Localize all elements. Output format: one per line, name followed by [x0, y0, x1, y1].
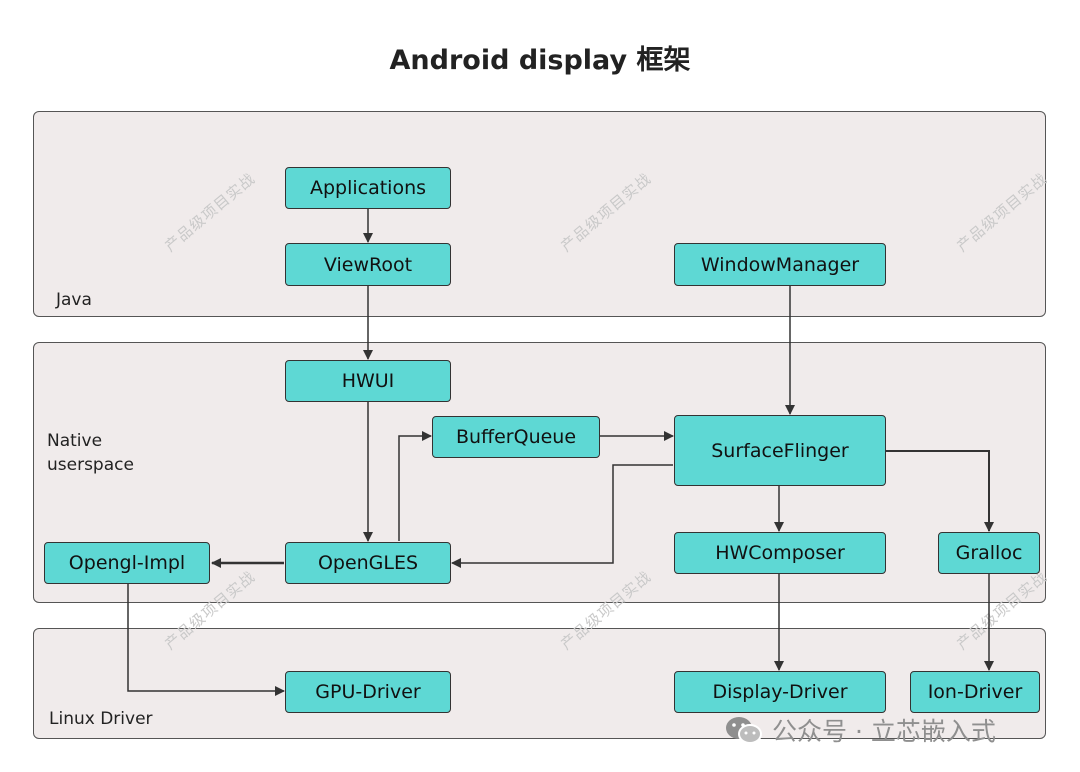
node-hwcomposer: HWComposer: [674, 532, 886, 574]
layer-label-native-line1: Native: [47, 431, 103, 451]
footer-credit: 公众号 · 立芯嵌入式: [724, 712, 996, 748]
layer-label-java: Java: [56, 290, 92, 310]
node-opengl-impl: Opengl-Impl: [44, 542, 210, 584]
node-display-driver: Display-Driver: [674, 671, 886, 713]
diagram-title: Android display 框架: [389, 45, 691, 76]
footer-text: 公众号 · 立芯嵌入式: [772, 717, 996, 746]
node-opengles: OpenGLES: [285, 542, 451, 584]
node-surfaceflinger: SurfaceFlinger: [674, 415, 886, 486]
arrow-surfaceflinger-opengles: [451, 464, 673, 568]
wechat-icon: [724, 715, 764, 745]
node-bufferqueue: BufferQueue: [432, 416, 600, 458]
layer-label-native: Native userspace: [47, 429, 134, 477]
node-hwui: HWUI: [285, 360, 451, 402]
arrow-surfaceflinger-gralloc: [886, 450, 994, 532]
layer-label-native-line2: userspace: [47, 455, 134, 475]
layer-label-driver: Linux Driver: [49, 709, 153, 729]
node-applications: Applications: [285, 167, 451, 209]
node-windowmanager: WindowManager: [674, 243, 886, 286]
arrow-openglimpl-gpudriver: [127, 584, 285, 696]
node-viewroot: ViewRoot: [285, 243, 451, 286]
node-gpu-driver: GPU-Driver: [285, 671, 451, 713]
node-gralloc: Gralloc: [938, 532, 1040, 574]
node-ion-driver: Ion-Driver: [910, 671, 1040, 713]
arrow-opengles-bufferqueue: [398, 431, 432, 541]
